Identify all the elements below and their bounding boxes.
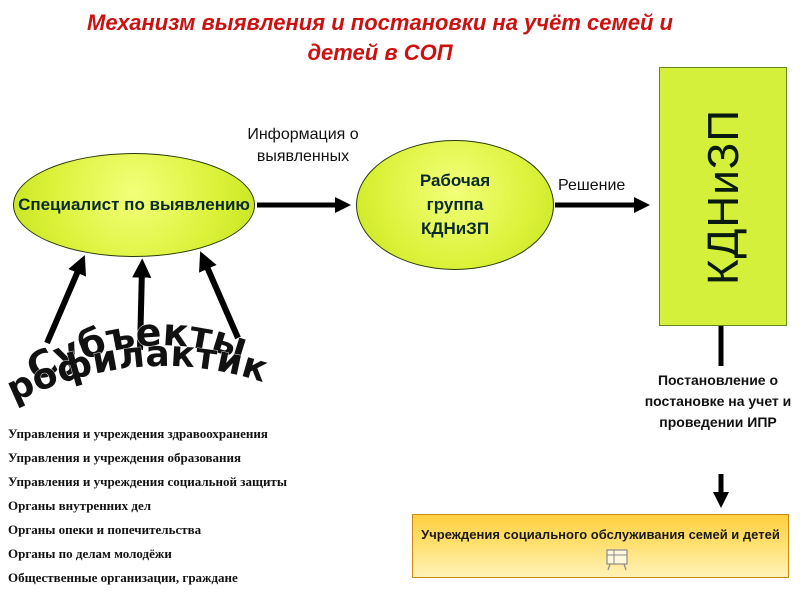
specialist-node: Специалист по выявлению bbox=[13, 153, 255, 257]
list-item: Органы по делам молодёжи bbox=[8, 546, 172, 561]
working-group-node: Рабочая группа КДНиЗП bbox=[356, 140, 554, 270]
list-item: Управления и учреждения социальной защит… bbox=[8, 474, 287, 489]
list-item: Общественные организации, граждане bbox=[8, 570, 238, 585]
diagram-title: Механизм выявления и постановки на учёт … bbox=[87, 10, 673, 65]
list-item: Управления и учреждения образования bbox=[8, 450, 242, 465]
arrow-subjects-middle bbox=[132, 258, 152, 351]
institutions-node: Учреждения социального обслуживания семе… bbox=[412, 514, 789, 578]
institutions-label: Учреждения социального обслуживания семе… bbox=[421, 527, 780, 542]
list-item: Управления и учреждения здравоохранения bbox=[8, 426, 268, 441]
list-item: Органы опеки и попечительства bbox=[8, 522, 202, 537]
list-item: Органы внутренних дел bbox=[8, 498, 152, 513]
subjects-list: Управления и учреждения здравоохранения … bbox=[8, 422, 287, 590]
arrow-subjects-left bbox=[44, 255, 87, 345]
information-label: Информация о выявленных bbox=[247, 126, 359, 165]
kdnizp-label: КДНиЗП bbox=[699, 109, 748, 285]
working-group-label: Рабочая группа КДНиЗП bbox=[419, 171, 491, 238]
kdnizp-node: КДНиЗП bbox=[659, 67, 787, 326]
resolution-label: Постановление о постановке на учет и про… bbox=[644, 372, 792, 430]
specialist-label: Специалист по выявлению bbox=[18, 195, 250, 214]
table-icon bbox=[606, 549, 628, 571]
decision-label: Решение bbox=[558, 177, 626, 194]
arrow-subjects-right bbox=[199, 251, 241, 340]
